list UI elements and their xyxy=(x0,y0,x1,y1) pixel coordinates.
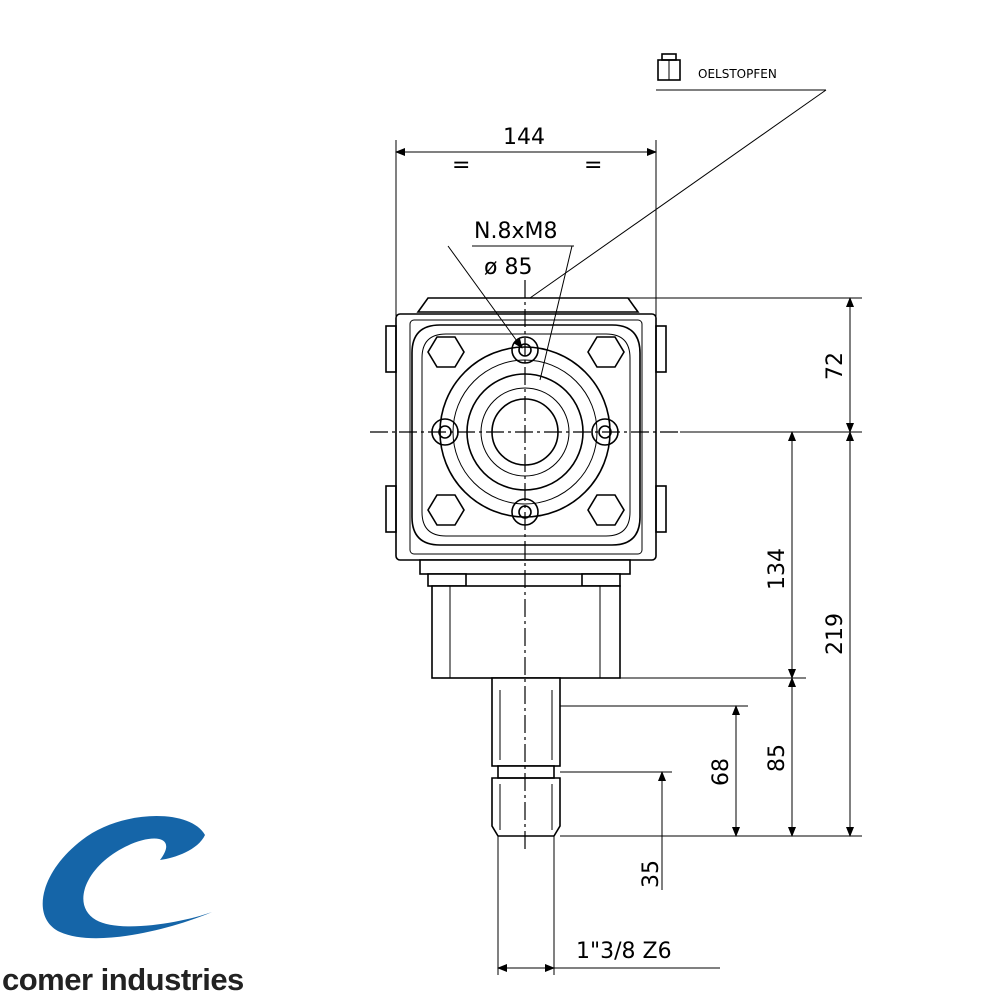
leader-lines xyxy=(447,89,827,381)
dim-35: 35 xyxy=(639,860,664,888)
dim-85: 85 xyxy=(765,744,790,772)
oil-plug-icon xyxy=(657,53,681,81)
dim-134: 134 xyxy=(765,548,790,590)
equal-mark-left: = xyxy=(452,153,470,178)
dim-219: 219 xyxy=(823,613,848,655)
shaft-spec-label: 1"3/8 Z6 xyxy=(576,939,672,964)
oil-plug-label: OELSTOPFEN xyxy=(698,67,777,81)
dim-68: 68 xyxy=(709,758,734,786)
brand-name: comer industries xyxy=(2,962,244,997)
equal-mark-right: = xyxy=(584,153,602,178)
flange-diameter-label: ø 85 xyxy=(484,255,532,280)
width-dimension: 144 xyxy=(503,125,545,150)
gearbox-housing xyxy=(385,297,667,837)
dimension-lines xyxy=(395,148,854,972)
comer-logo-mark xyxy=(42,816,212,939)
dim-72: 72 xyxy=(823,352,848,380)
bolt-spec-label: N.8xM8 xyxy=(474,219,557,244)
extension-lines xyxy=(395,140,862,975)
center-lines xyxy=(370,280,680,850)
